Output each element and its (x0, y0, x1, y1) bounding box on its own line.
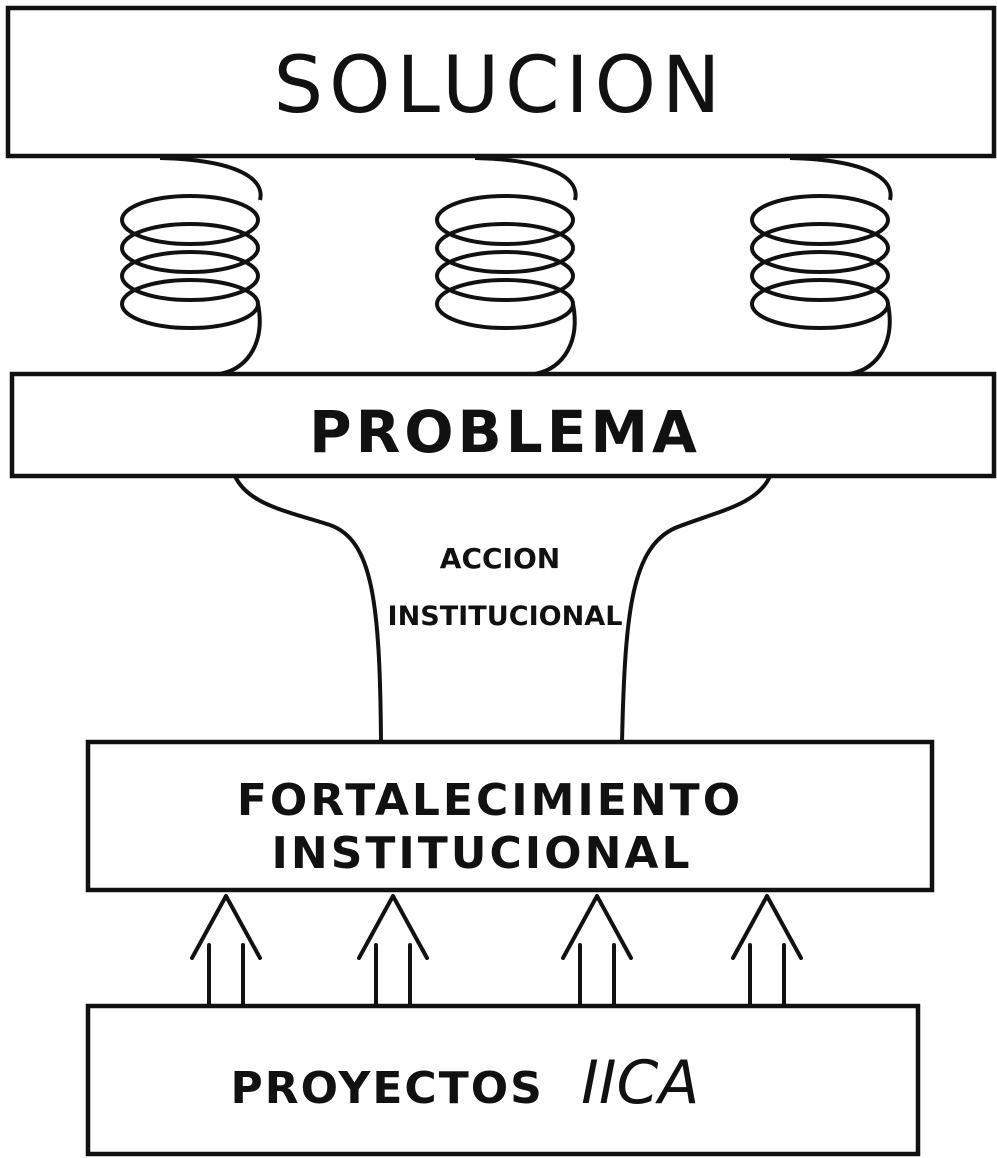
spring-loop (120, 222, 260, 274)
arrow-1 (190, 894, 262, 1008)
funnel-right-line (620, 474, 772, 744)
problem-box: PROBLEMA (9, 371, 997, 479)
arrow-head (357, 894, 429, 960)
springs-group (120, 156, 893, 376)
spring-loop (120, 250, 260, 302)
arrow-shaft (207, 943, 245, 1008)
arrow-head (190, 894, 262, 960)
action-label-line2: INSTITUCIONAL (388, 601, 623, 632)
solution-label: SOLUCION (274, 41, 727, 131)
spring-loop (435, 194, 575, 246)
spring-top-hook (474, 156, 578, 201)
solution-box: SOLUCION (5, 5, 997, 159)
spring-bottom-hook (219, 303, 262, 376)
spring-loop (120, 194, 260, 246)
spring-3 (750, 156, 893, 376)
action-label-line1: ACCION (440, 542, 560, 575)
spring-1 (120, 156, 263, 376)
strengthening-label-line1: FORTALECIMIENTO (237, 775, 743, 826)
arrow-3 (561, 894, 633, 1008)
spring-loop (750, 250, 890, 302)
arrow-shaft (578, 943, 616, 1008)
spring-loop (750, 278, 890, 330)
arrow-shaft (374, 943, 412, 1008)
arrow-2 (357, 894, 429, 1008)
action-funnel: ACCION INSTITUCIONAL (233, 474, 772, 744)
spring-loop (435, 250, 575, 302)
spring-top-hook (789, 156, 893, 201)
projects-box: PROYECTOS IICA (85, 1003, 921, 1157)
strengthening-label-line2: INSTITUCIONAL (272, 828, 693, 879)
spring-loop (435, 278, 575, 330)
spring-2 (435, 156, 578, 376)
arrow-shaft (748, 943, 786, 1008)
spring-loop (120, 278, 260, 330)
spring-loop (750, 194, 890, 246)
arrow-head (731, 894, 803, 960)
spring-top-hook (159, 156, 263, 201)
iica-brand: IICA (581, 1048, 699, 1118)
strengthening-box: FORTALECIMIENTO INSTITUCIONAL (85, 739, 935, 893)
spring-loop (750, 222, 890, 274)
arrow-head (561, 894, 633, 960)
projects-prefix: PROYECTOS (231, 1063, 544, 1114)
projects-label: PROYECTOS IICA (231, 1048, 700, 1118)
spring-bottom-hook (849, 303, 892, 376)
arrow-4 (731, 894, 803, 1008)
arrows-group (190, 894, 803, 1008)
funnel-left-line (233, 474, 383, 744)
spring-bottom-hook (534, 303, 577, 376)
spring-loop (435, 222, 575, 274)
problem-label: PROBLEMA (309, 398, 701, 466)
